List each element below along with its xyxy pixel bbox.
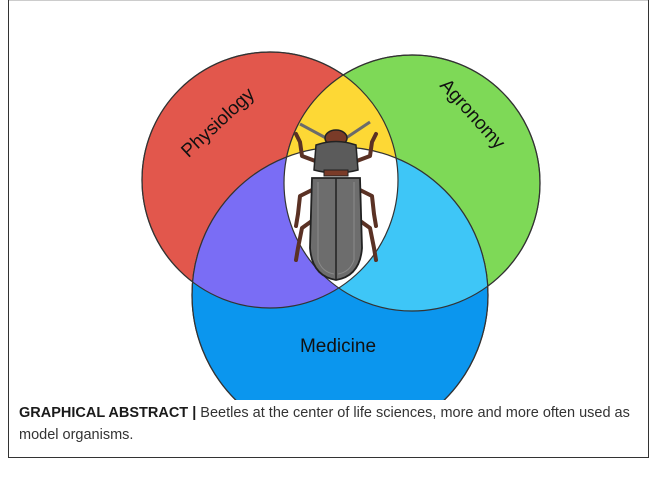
venn-diagram: Physiology Agronomy Medicine [0,0,657,400]
caption-label: GRAPHICAL ABSTRACT | [19,405,196,421]
medicine-label: Medicine [300,336,376,357]
figure-caption: GRAPHICAL ABSTRACT | Beetles at the cent… [19,402,639,446]
